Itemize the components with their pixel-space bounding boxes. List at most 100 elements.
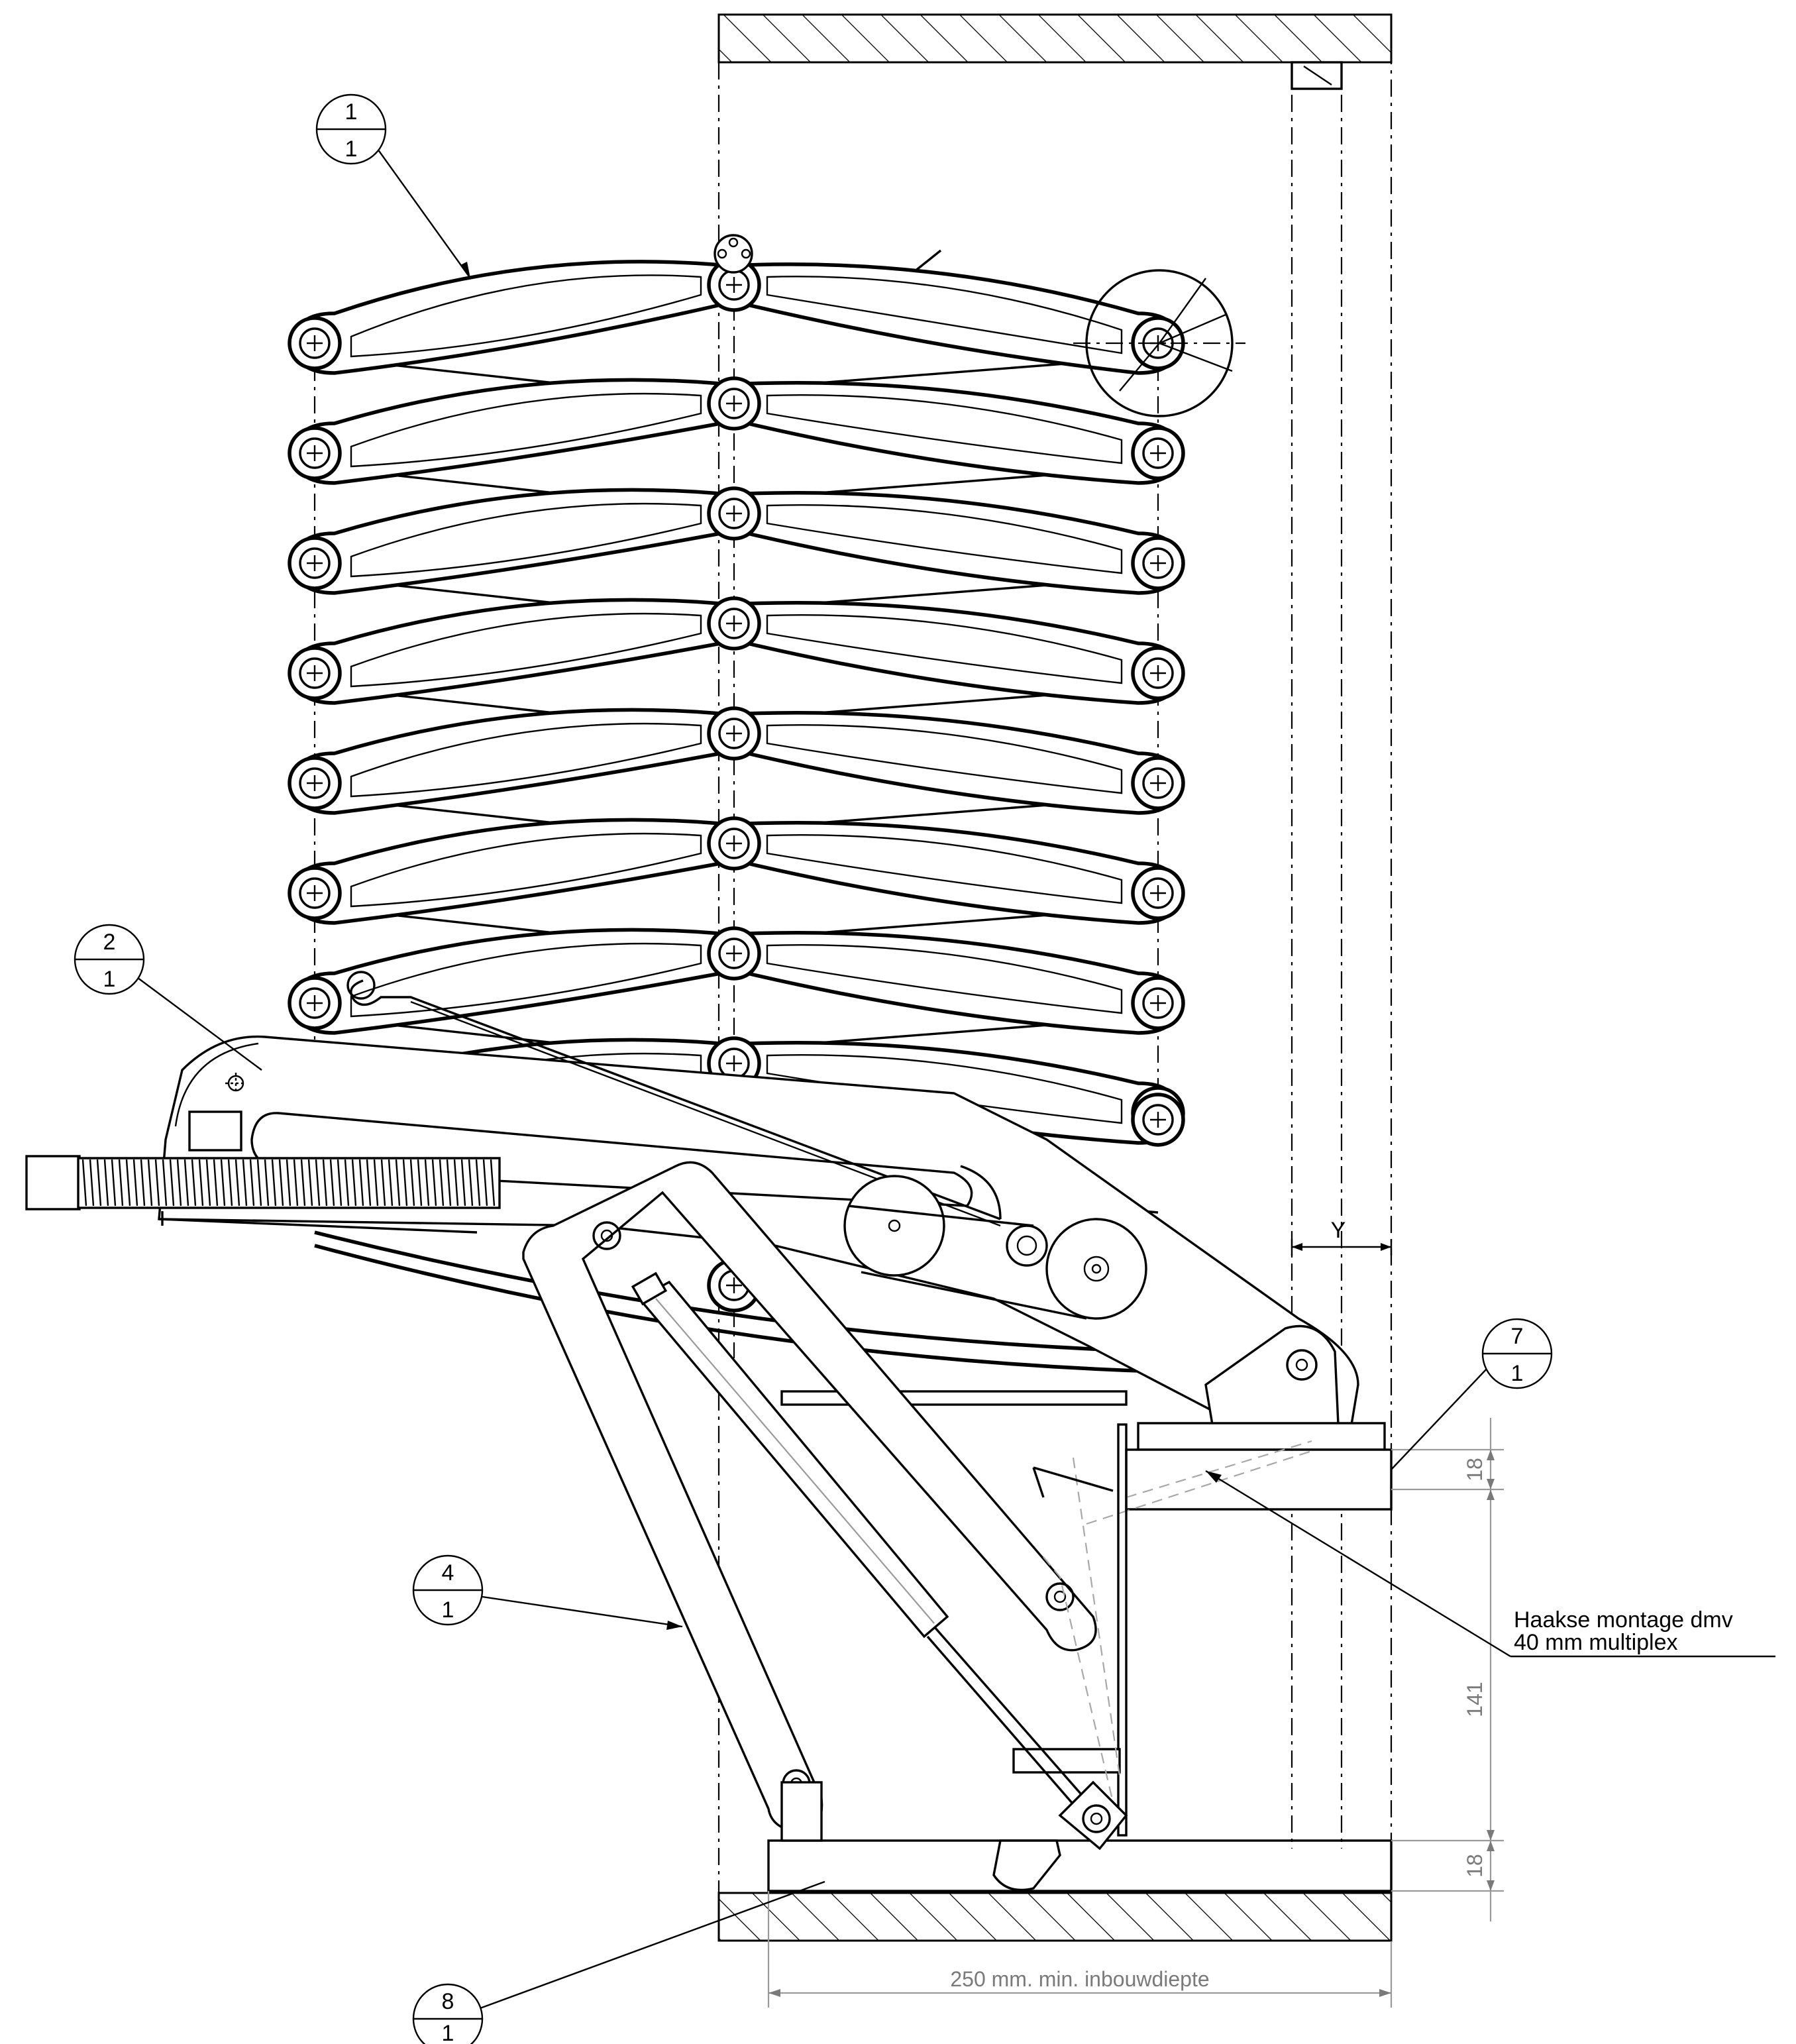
scissor-arm-right bbox=[732, 601, 1180, 705]
spring-coil bbox=[475, 1159, 481, 1207]
spring-coil bbox=[235, 1159, 240, 1207]
center-pivot-bore bbox=[718, 938, 750, 969]
spring-coil bbox=[424, 1159, 430, 1207]
spring-coil bbox=[431, 1159, 437, 1207]
floor-hatch bbox=[717, 1892, 1393, 1942]
spring-coil bbox=[242, 1159, 248, 1207]
spring-coil bbox=[132, 1159, 138, 1207]
balloon-2: 2 1 bbox=[74, 924, 262, 1071]
balloon-4: 4 1 bbox=[412, 1554, 683, 1630]
right-pivot-bore bbox=[1142, 987, 1174, 1019]
spring-coil bbox=[366, 1159, 372, 1207]
mounting-note-line2: 40 mm multiplex bbox=[1514, 1630, 1678, 1655]
center-pivot-bore bbox=[718, 718, 750, 749]
spring-coil bbox=[395, 1159, 401, 1207]
spring-coil bbox=[373, 1159, 379, 1207]
left-pivot-bore bbox=[299, 657, 331, 689]
spring-coil bbox=[322, 1159, 328, 1207]
spring-coil bbox=[380, 1159, 386, 1207]
center-pivot-bore bbox=[718, 828, 750, 859]
balloon-7-top: 7 bbox=[1511, 1324, 1524, 1349]
spring-coil bbox=[125, 1159, 131, 1207]
spring-coil bbox=[351, 1159, 357, 1207]
lower-mechanism bbox=[25, 971, 1393, 1892]
spring-coil bbox=[103, 1159, 109, 1207]
dimension-top-board: 18 bbox=[1463, 1458, 1487, 1481]
scissor-arm-slot bbox=[766, 834, 1123, 904]
spring-coil bbox=[118, 1159, 124, 1207]
spring-coil bbox=[307, 1159, 313, 1207]
left-pivot-bore bbox=[299, 437, 331, 469]
center-pivot-bore bbox=[718, 608, 750, 639]
vertical-dimensions: 18 141 18 bbox=[1391, 1418, 1504, 1921]
scissor-arm-slot bbox=[350, 502, 702, 578]
spring-coil bbox=[96, 1159, 102, 1207]
scissor-arm-left bbox=[293, 598, 736, 705]
scissor-arm-slot bbox=[350, 274, 702, 358]
spring-coil bbox=[315, 1159, 321, 1207]
scissor-arm-right bbox=[732, 931, 1180, 1035]
center-pivot-bore bbox=[718, 498, 750, 529]
spring-coil bbox=[140, 1159, 146, 1207]
right-pivot-bore bbox=[1142, 547, 1174, 579]
spring-coil bbox=[198, 1159, 204, 1207]
spring-coil bbox=[220, 1159, 226, 1207]
scissor-arm-slot bbox=[350, 612, 702, 688]
dimension-opening-height: 141 bbox=[1463, 1682, 1487, 1717]
spring-coil bbox=[388, 1159, 394, 1207]
spring-coil bbox=[111, 1159, 117, 1207]
spring-coil bbox=[191, 1159, 197, 1207]
spring-coil bbox=[256, 1159, 262, 1207]
spring-coil bbox=[213, 1159, 219, 1207]
balloon-8-bottom: 1 bbox=[442, 2021, 454, 2044]
spring-coil bbox=[329, 1159, 335, 1207]
scissor-arm-right bbox=[732, 491, 1180, 595]
spring-coil bbox=[402, 1159, 408, 1207]
spring-coil bbox=[453, 1159, 459, 1207]
spring-coil bbox=[482, 1159, 488, 1207]
spring-coil bbox=[89, 1159, 95, 1207]
spring-coil bbox=[162, 1159, 168, 1207]
spring-coil bbox=[249, 1159, 255, 1207]
spring-coil bbox=[184, 1159, 189, 1207]
spring-coil bbox=[358, 1159, 364, 1207]
mounting-note: Haakse montage dmv 40 mm multiplex bbox=[1205, 1470, 1775, 1658]
dimension-y-label: Y bbox=[1331, 1218, 1346, 1243]
spring-coils bbox=[81, 1159, 496, 1207]
spring-coil bbox=[409, 1159, 415, 1207]
spring-coil bbox=[264, 1159, 270, 1207]
spring-coil bbox=[147, 1159, 153, 1207]
scissor-arm-slot bbox=[766, 944, 1123, 1014]
scissor-arm-right bbox=[732, 711, 1180, 815]
spring-coil bbox=[271, 1159, 277, 1207]
bottom-board bbox=[767, 1839, 1393, 1892]
right-pivot-bore bbox=[1142, 767, 1174, 799]
balloon-2-top: 2 bbox=[103, 930, 116, 955]
spring-coil bbox=[460, 1159, 466, 1207]
scissor-arm-slot bbox=[766, 394, 1123, 464]
right-pivot-bore bbox=[1142, 657, 1174, 689]
scissor-arm-slot bbox=[766, 724, 1123, 794]
left-pivot-bore bbox=[299, 987, 331, 1019]
spring-coil bbox=[205, 1159, 211, 1207]
right-pivot-bore bbox=[1142, 437, 1174, 469]
install-depth-label: 250 mm. min. inbouwdiepte bbox=[950, 1967, 1209, 1991]
right-pivot-bore bbox=[1142, 1104, 1174, 1136]
balloon-8-top: 8 bbox=[442, 1989, 454, 2014]
spring-coil bbox=[417, 1159, 423, 1207]
scissor-arm-slot bbox=[766, 276, 1123, 354]
scissor-arm-right bbox=[732, 821, 1180, 925]
bottom-link bbox=[314, 1244, 1159, 1373]
scissor-arm-left bbox=[293, 818, 736, 925]
dimension-bottom-board: 18 bbox=[1463, 1854, 1487, 1878]
balloon-8: 8 1 bbox=[412, 1880, 825, 2044]
spring-coil bbox=[154, 1159, 160, 1207]
balloon-1-bottom: 1 bbox=[345, 136, 358, 162]
spring-coil bbox=[293, 1159, 299, 1207]
balloon-2-bottom: 1 bbox=[103, 967, 116, 992]
install-depth-dimension: 250 mm. min. inbouwdiepte bbox=[767, 1891, 1393, 2008]
spring-coil bbox=[300, 1159, 306, 1207]
scissor-arm-right bbox=[732, 262, 1180, 375]
ceiling-hatch bbox=[717, 13, 1393, 64]
